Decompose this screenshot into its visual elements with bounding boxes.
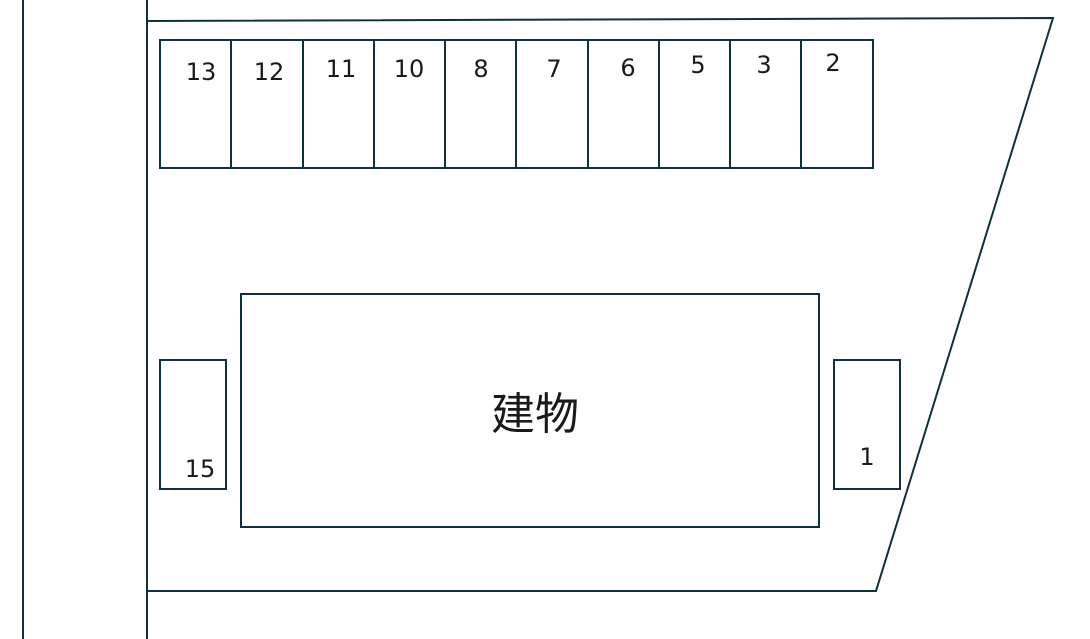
parking-space-2: [800, 39, 874, 169]
space-label-13: 13: [186, 58, 217, 86]
space-label-6: 6: [620, 54, 635, 82]
space-label-12: 12: [254, 58, 285, 86]
space-label-11: 11: [326, 55, 357, 83]
space-label-3: 3: [756, 51, 771, 79]
parking-space-1: [833, 359, 901, 490]
building-label: 建物: [491, 389, 579, 440]
building-outline: [240, 293, 820, 528]
space-label-10: 10: [394, 55, 425, 83]
space-label-8: 8: [473, 55, 488, 83]
space-label-5: 5: [690, 51, 705, 79]
top-row-spaces: 13 12 11 10 8 7 6 5 3 2: [159, 39, 874, 169]
space-label-2: 2: [825, 49, 840, 77]
lot-boundary: [146, 16, 1055, 592]
space-label-1: 1: [859, 443, 874, 471]
right-space: 1: [833, 359, 901, 490]
building: 建物: [240, 293, 820, 528]
parking-space-15: [159, 359, 227, 490]
space-label-7: 7: [546, 55, 561, 83]
left-space: 15: [159, 359, 227, 490]
space-label-15: 15: [185, 455, 216, 483]
